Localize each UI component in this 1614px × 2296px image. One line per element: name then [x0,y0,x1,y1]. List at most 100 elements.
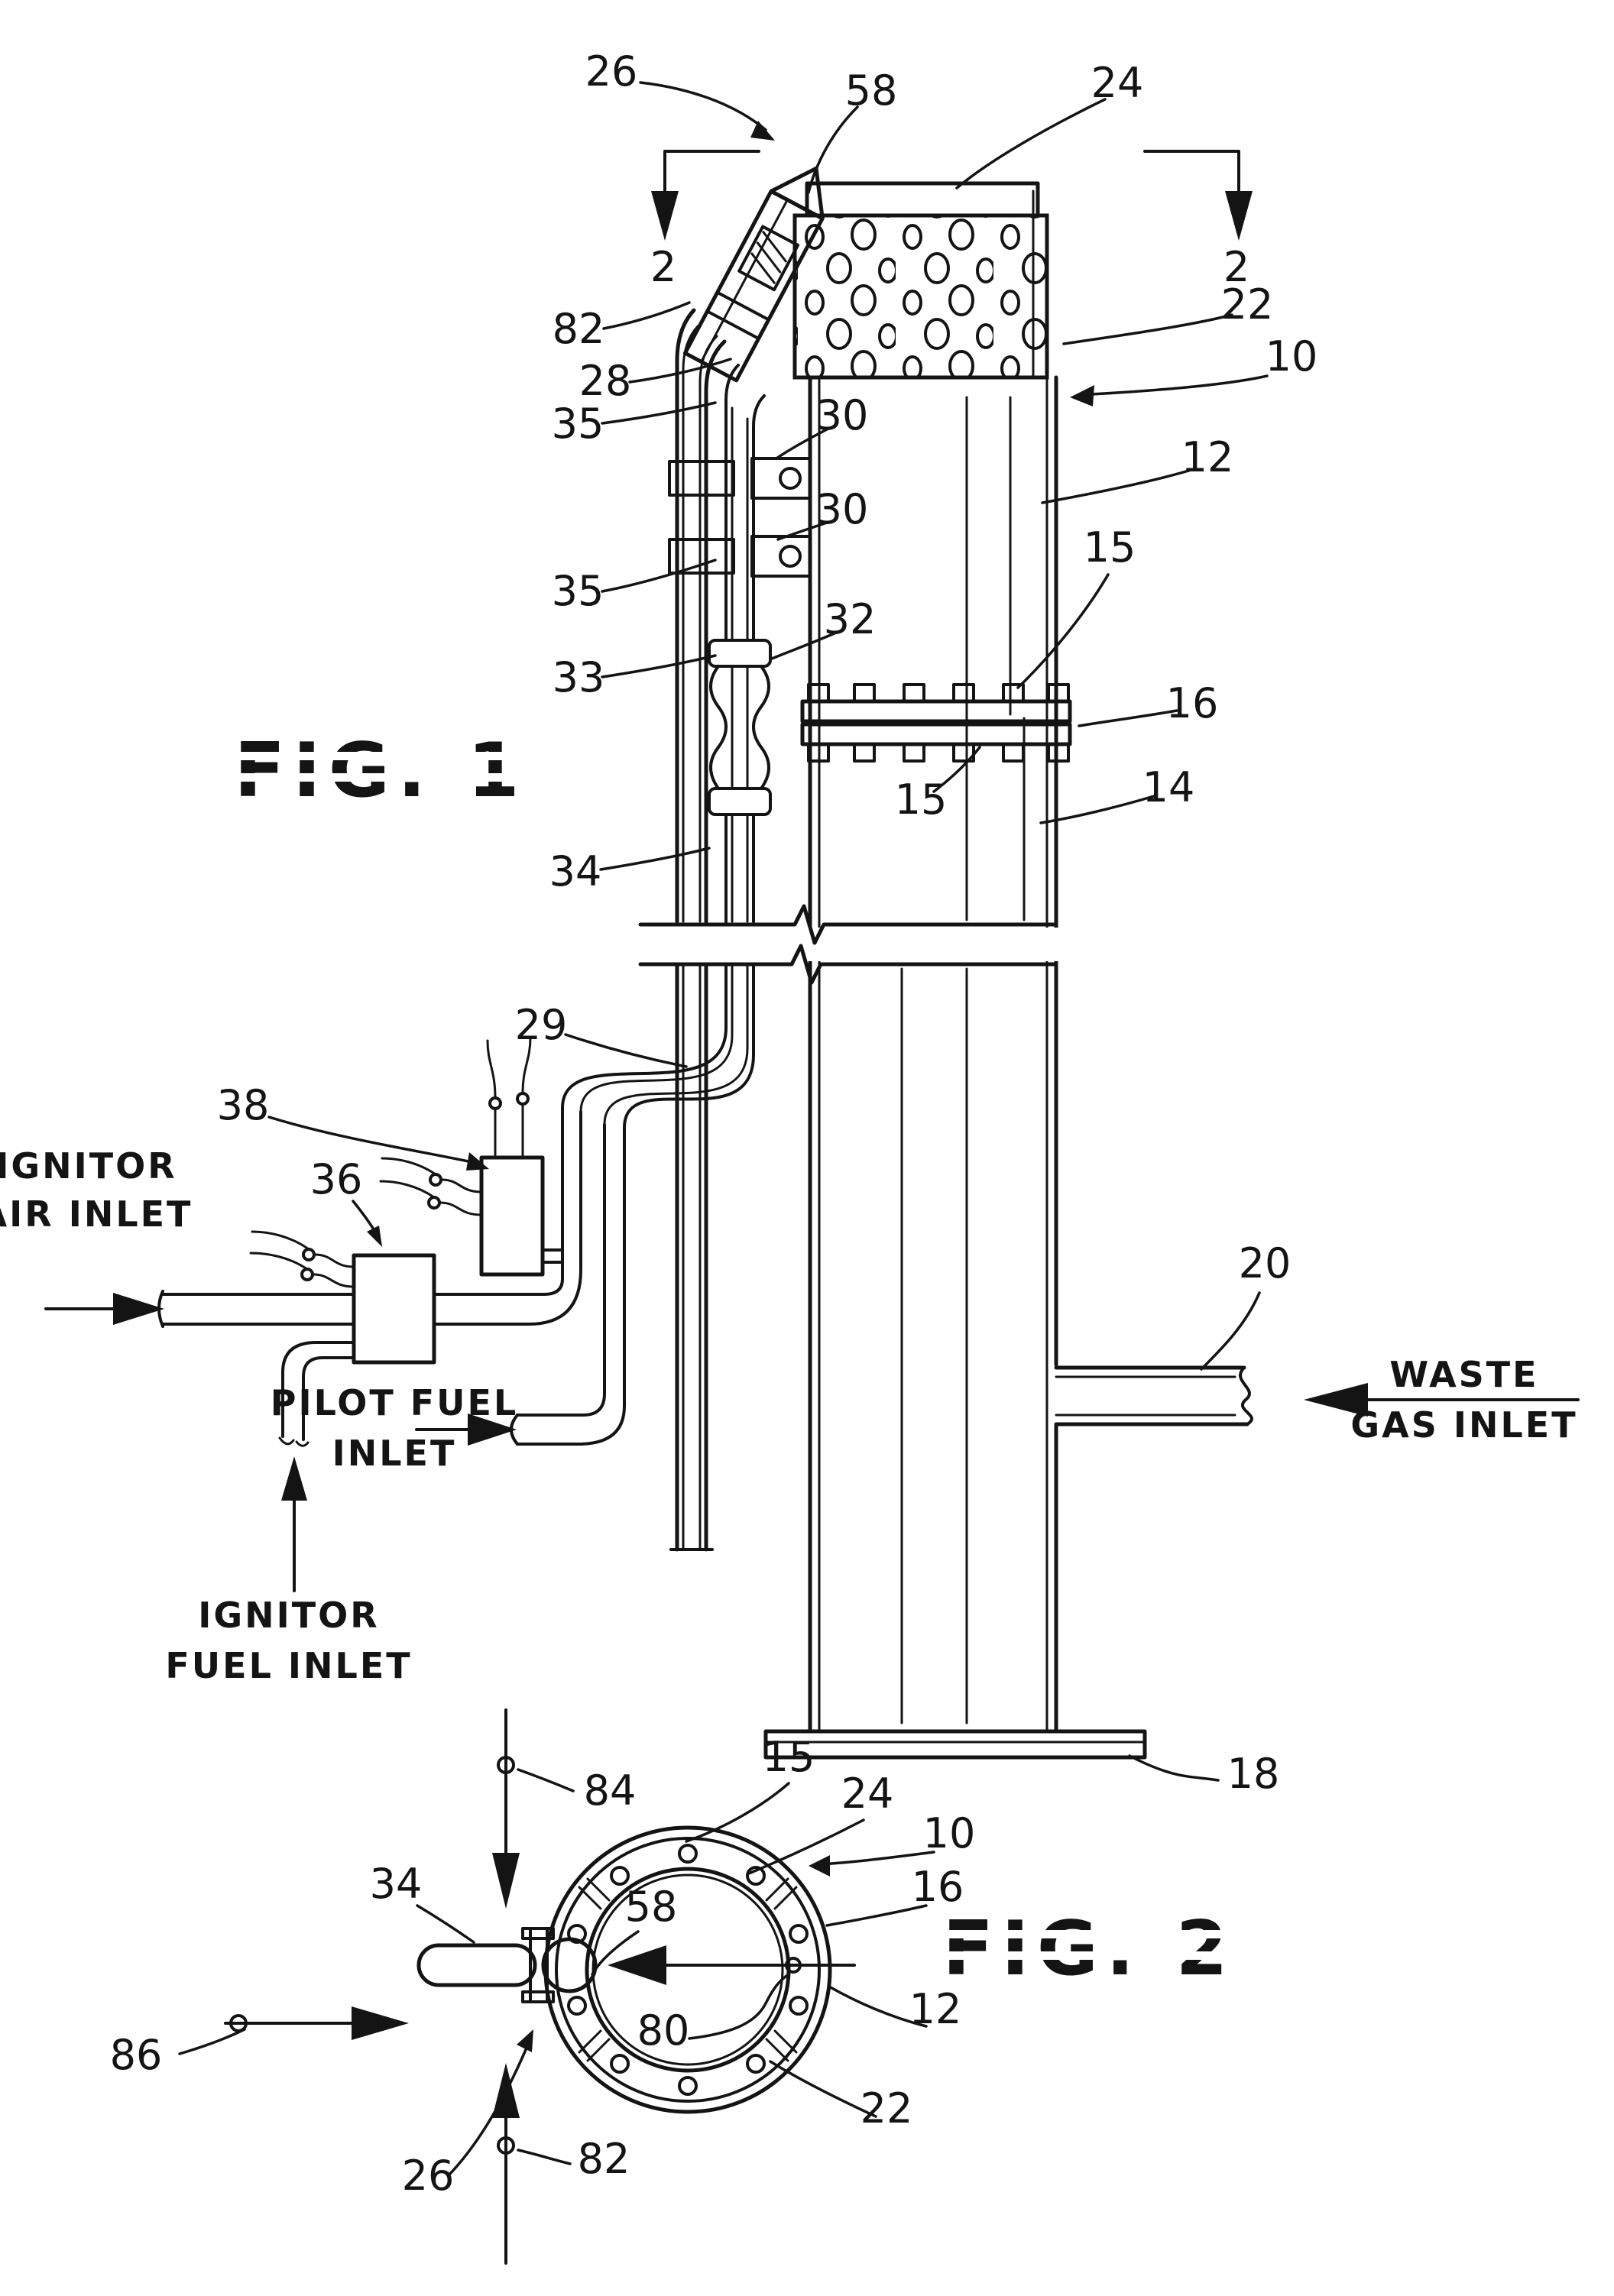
fig2-ref-label-24-2: 24 [841,1770,894,1818]
pilot-fuel-inlet-line-1: PILOT FUEL [271,1382,519,1423]
leader-12 [1041,468,1195,504]
leader-82 [602,301,691,330]
air-inlet-arrow [44,1293,164,1325]
leader-26 [639,81,767,131]
leader-15a [1016,573,1110,689]
ignitor-guide-pipe [675,308,766,924]
flange-studs-bottom [807,743,1070,763]
ignitor-nozzle [682,166,825,383]
fig1-ref-label-36-23: 36 [310,1155,363,1203]
fig1-ref-label-18-25: 18 [1227,1750,1280,1798]
flame-arrestor-cylinder [792,181,1049,380]
fig2-flow-arrow [608,1945,856,1985]
leader-f2-22 [769,2060,877,2118]
fig2-ref-label-15-1: 15 [763,1733,815,1781]
stack-walls [808,375,1058,1734]
fig1-ref-label-38-22: 38 [217,1081,270,1129]
flange-slot-marks [578,1877,798,2062]
leader-30a [775,428,828,460]
fig1-ref-label-20-24: 20 [1239,1239,1292,1287]
fig1-ref-label-30-7: 30 [816,391,869,439]
leader-84 [517,1768,575,1792]
fig1-ref-label-26-0: 26 [585,47,638,96]
waste-gas-pipe [1054,1365,1253,1426]
leader-f2-24 [747,1818,865,1875]
fig2-left-arrow-86 [224,2006,409,2040]
fig2-ref-label-10-3: 10 [923,1809,976,1857]
leader-f2-34 [416,1904,475,1944]
fig2-ref-label-22-10: 22 [860,2084,913,2132]
leader-28 [628,358,732,384]
pilot-fuel-inlet-line-2: INLET [332,1433,457,1474]
fig1-ref-label-16-17: 16 [1166,679,1219,727]
fig2-ref-label-84-0: 84 [584,1767,637,1815]
pipe-support-brackets [668,457,812,578]
fig2-ref-label-82-12: 82 [578,2135,630,2183]
fig1-ref-label-29-21: 29 [515,1001,568,1049]
fig2-top-arrow [492,1708,520,1909]
fig1-ref-label-2-3: 2 [650,243,676,291]
leader-32 [770,631,838,660]
fig1-ref-label-35-10: 35 [552,567,604,615]
fig2-cross-section [224,1708,856,2265]
flange-studs-top [807,683,1070,703]
fig1-ref-label-34-20: 34 [549,847,602,895]
leader-33 [601,654,717,678]
fig1-ref-label-35-9: 35 [552,400,604,448]
waste-gas-inlet-line-2: GAS INLET [1350,1404,1577,1446]
fig1-caption-group: FIG. 1 [98,727,665,814]
ignitor-electrode [737,225,800,292]
leader-f2-80 [688,1973,790,2040]
leader-lines [178,81,1269,2176]
leader-20 [1200,1291,1261,1371]
leader-18 [1128,1754,1220,1782]
fig1-ignitor-assembly [44,150,1580,1592]
section-marker-left [651,150,760,241]
leader-f2-58 [591,1930,640,1976]
leader-f2-16 [825,1904,928,1927]
ignitor-control-boxes [249,1036,564,1365]
ignitor-air-inlet-line-2: AIR INLET [0,1193,193,1235]
fig1-ref-label-58-1: 58 [845,66,898,115]
fig1-ref-label-33-11: 33 [553,653,605,701]
fig2-caption: FIG. 2 [942,1906,1235,1993]
fig2-ref-label-58-6: 58 [625,1883,678,1931]
leader-22 [1062,313,1233,345]
waste-gas-arrow [1304,1383,1580,1417]
leader-30b [776,521,828,541]
leader-f2-12 [828,1985,928,2028]
base-plate [763,1729,1147,1760]
leader-24 [955,98,1107,189]
fig1-ref-label-2-4: 2 [1223,243,1249,291]
ignitor-fuel-arrow [281,1456,307,1592]
section-marker-right [1143,150,1253,241]
leader-f2-15 [685,1782,790,1843]
flange-bolt-holes [567,1844,809,2096]
leader-86 [178,2028,246,2055]
fig2-ignitor [416,1927,598,2003]
fig2-ref-label-86-11: 86 [110,2031,163,2079]
pilot-fuel-arrow [415,1414,517,1446]
leader-16 [1078,709,1178,727]
fig1-ref-label-14-19: 14 [1142,763,1195,811]
pipe-break [638,904,1099,985]
ignitor-fuel-inlet-line-1: IGNITOR [198,1595,379,1636]
leader-29 [564,1033,688,1068]
fig1-ref-label-28-6: 28 [579,357,632,405]
leader-14 [1039,795,1155,824]
leader-10 [1090,374,1269,396]
fig1-ref-label-32-12: 32 [824,595,877,643]
fig1-ref-label-30-8: 30 [816,485,869,533]
fig1-ref-label-15-18: 15 [895,776,948,824]
ignitor-air-inlet-line-1: IGNITOR [0,1145,177,1187]
fig2-ref-label-12-8: 12 [909,1985,962,2033]
fig2-ref-label-26-9: 26 [402,2152,455,2200]
fig1-ref-label-12-15: 12 [1181,433,1234,481]
leader-f2-10 [818,1851,935,1866]
waste-gas-inlet-line-1: WASTE [1389,1354,1538,1395]
fig2-caption-group: FIG. 2 [921,1906,1261,1993]
